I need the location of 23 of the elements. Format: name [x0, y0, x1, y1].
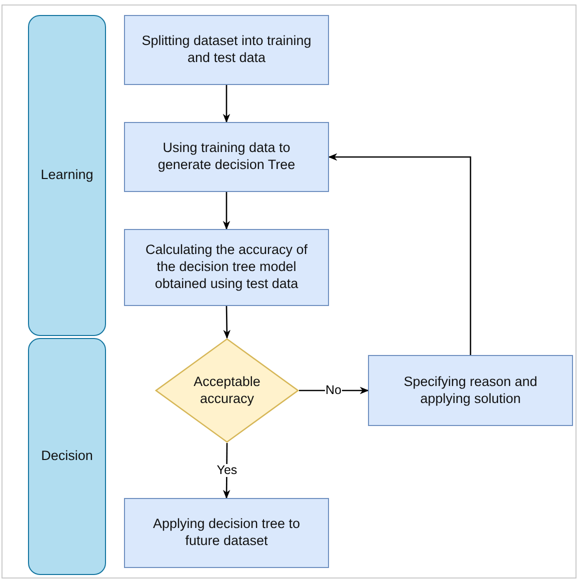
arrow	[328, 153, 472, 355]
process-box	[368, 355, 573, 426]
arrow	[222, 85, 230, 123]
decision-diamond	[155, 338, 299, 443]
swimlane-band	[28, 338, 106, 575]
arrow	[222, 192, 230, 230]
node-text: Calculating the accuracy of the decision tree model obtained using test data	[144, 242, 309, 293]
edge-label: Yes	[216, 464, 238, 478]
node-text: Splitting dataset into training and test data	[141, 33, 312, 67]
arrow	[222, 443, 230, 499]
swimlane-band	[28, 15, 106, 336]
node-text: Learning	[40, 167, 94, 184]
node-text: Acceptable accuracy	[192, 374, 262, 408]
process-box	[124, 15, 329, 85]
node-text: Decision	[41, 448, 93, 465]
arrow	[223, 306, 230, 339]
node-text: Using training data to generate decision Tree	[156, 140, 296, 174]
process-box	[124, 229, 329, 306]
process-box	[124, 122, 329, 192]
node-text: Applying decision tree to future dataset	[152, 516, 302, 550]
edge-label: No	[324, 384, 342, 398]
node-text: Specifying reason and applying solution	[402, 374, 538, 408]
process-box	[124, 498, 329, 568]
